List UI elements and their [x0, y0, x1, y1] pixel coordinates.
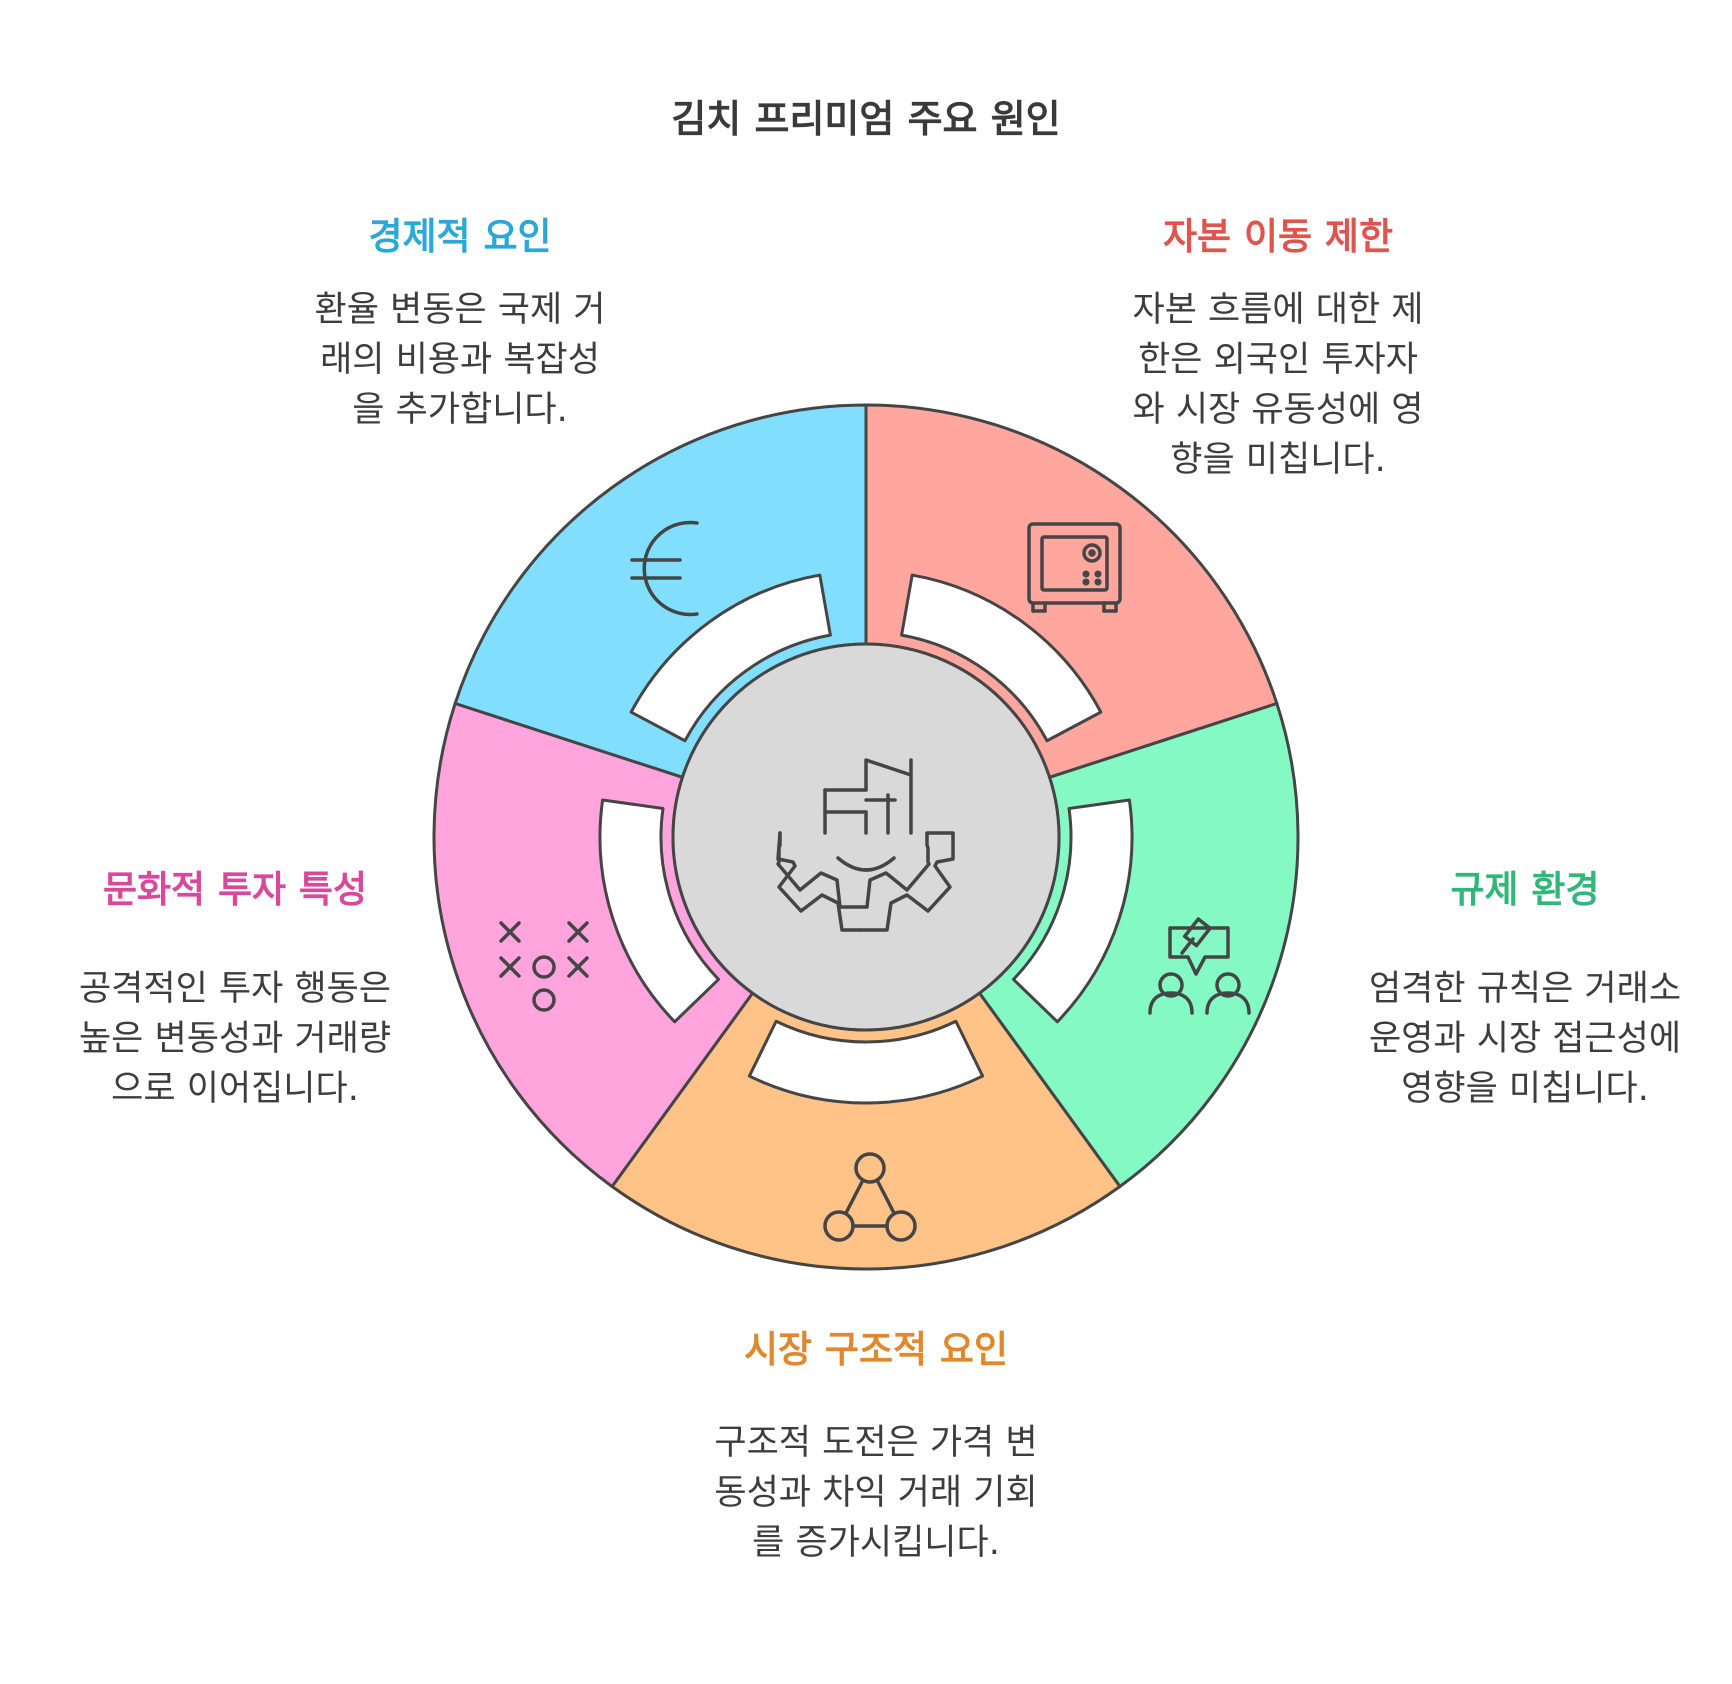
regulation-description: 엄격한 규칙은 거래소 운영과 시장 접근성에 영향을 미칩니다.	[1340, 964, 1710, 1114]
regulation-block: 규제 환경 엄격한 규칙은 거래소 운영과 시장 접근성에 영향을 미칩니다.	[1340, 868, 1710, 1114]
desc-line: 한은 외국인 투자자	[1138, 340, 1418, 380]
cultural-investment-description: 공격적인 투자 행동은 높은 변동성과 거래량 으로 이어집니다.	[50, 964, 420, 1114]
wheel-gap	[598, 798, 721, 1024]
safe-icon	[1027, 522, 1122, 613]
economic-factor-heading: 경제적 요인	[368, 215, 552, 258]
desc-line: 높은 변동성과 거래량	[78, 1019, 392, 1059]
desc-line: 엄격한 규칙은 거래소	[1368, 969, 1682, 1009]
wheel-gaps	[598, 573, 1134, 1105]
network-icon	[823, 1152, 917, 1242]
desc-line: 향을 미칩니다.	[1170, 440, 1386, 480]
desc-line: 환율 변동은 국제 거	[314, 290, 606, 330]
desc-line: 공격적인 투자 행동은	[78, 969, 392, 1009]
market-structure-description: 구조적 도전은 가격 변 동성과 차익 거래 기회 를 증가시킵니다.	[706, 1418, 1046, 1568]
building-gear-icon	[776, 758, 955, 932]
center-hub	[671, 642, 1061, 1032]
cultural-investment-heading: 문화적 투자 특성	[102, 868, 368, 911]
desc-line: 운영과 시장 접근성에	[1368, 1019, 1682, 1059]
wheel-gap	[1011, 798, 1134, 1024]
gavel-people-icon	[1148, 917, 1251, 1015]
cultural-investment-block: 문화적 투자 특성 공격적인 투자 행동은 높은 변동성과 거래량 으로 이어집…	[50, 868, 420, 1114]
capital-restriction-description: 자본 흐름에 대한 제 한은 외국인 투자자 와 시장 유동성에 영 향을 미칩…	[1108, 285, 1448, 485]
wheel-gap	[900, 573, 1103, 743]
strategy-icon	[499, 921, 589, 1012]
market-structure-heading: 시장 구조적 요인	[743, 1328, 1009, 1371]
desc-line: 을 추가합니다.	[352, 390, 568, 430]
wheel-gap	[747, 1019, 985, 1105]
economic-factor-description: 환율 변동은 국제 거 래의 비용과 복잡성 을 추가합니다.	[290, 285, 630, 435]
market-structure-block: 시장 구조적 요인 구조적 도전은 가격 변 동성과 차익 거래 기회 를 증가…	[706, 1328, 1046, 1568]
desc-line: 를 증가시킵니다.	[752, 1523, 1000, 1563]
desc-line: 와 시장 유동성에 영	[1132, 390, 1424, 430]
regulation-heading: 규제 환경	[1450, 868, 1600, 911]
economic-factor-block: 경제적 요인 환율 변동은 국제 거 래의 비용과 복잡성 을 추가합니다.	[290, 215, 630, 435]
desc-line: 구조적 도전은 가격 변	[714, 1423, 1038, 1463]
desc-line: 으로 이어집니다.	[111, 1069, 359, 1109]
wheel-gap	[629, 573, 832, 743]
desc-line: 동성과 차익 거래 기회	[714, 1473, 1038, 1513]
diagram-title: 김치 프리미엄 주요 원인	[671, 97, 1061, 141]
desc-line: 영향을 미칩니다.	[1401, 1069, 1649, 1109]
capital-restriction-heading: 자본 이동 제한	[1162, 215, 1393, 258]
desc-line: 자본 흐름에 대한 제	[1132, 290, 1424, 330]
desc-line: 래의 비용과 복잡성	[320, 340, 600, 380]
euro-icon	[630, 520, 699, 617]
capital-restriction-block: 자본 이동 제한 자본 흐름에 대한 제 한은 외국인 투자자 와 시장 유동성…	[1108, 215, 1448, 485]
